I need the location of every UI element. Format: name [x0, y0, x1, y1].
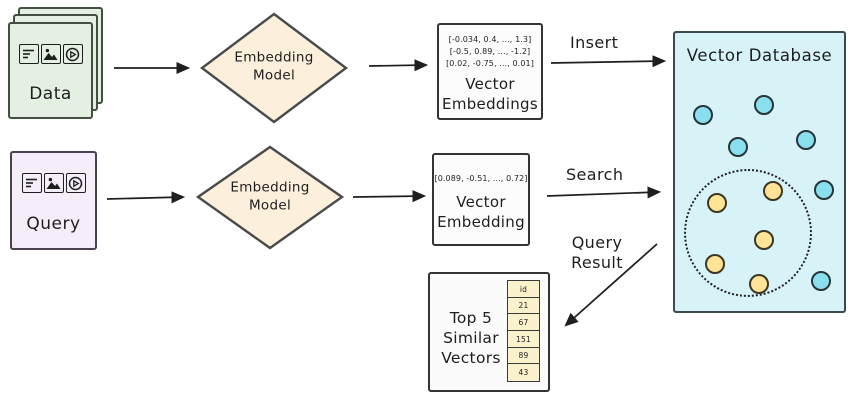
- top5-cell: 151: [507, 330, 540, 349]
- embedding-model-node-bottom: Embedding Model: [196, 145, 344, 250]
- insert-label: Insert: [570, 33, 619, 52]
- vector-database-title: Vector Database: [686, 46, 833, 65]
- embedding-row: [-0.5, 0.89, ..., -1.2]: [449, 47, 531, 56]
- db-point-yellow: [707, 193, 727, 213]
- document-icon: [21, 173, 42, 193]
- embedding-row: [0.02, -0.75, ..., 0.01]: [446, 59, 534, 68]
- vector-embeddings-label: Vector Embeddings: [442, 75, 538, 113]
- db-point-yellow: [749, 274, 769, 294]
- arrow-query-to-model: [106, 191, 186, 204]
- top5-cell: 43: [507, 363, 540, 382]
- diamond-shape: [196, 145, 344, 250]
- top5-cell: 89: [507, 346, 540, 365]
- similarity-region: [684, 169, 812, 297]
- search-label: Search: [566, 165, 624, 184]
- top5-result-box: Top 5 Similar Vectors id 21 67 151 89 43: [428, 272, 550, 392]
- top5-label: Top 5 Similar Vectors: [441, 309, 501, 368]
- db-point-yellow: [705, 254, 725, 274]
- arrow-insert: [550, 55, 667, 68]
- embedding-row: [-0.034, 0.4, ..., 1.3]: [448, 35, 532, 44]
- db-point-cyan: [811, 271, 831, 291]
- arrow-model-to-embeddings: [368, 59, 429, 72]
- top5-cell: 21: [507, 296, 540, 315]
- top5-id-column: id 21 67 151 89 43: [507, 280, 540, 382]
- play-icon: [65, 173, 86, 193]
- data-card-icons: [18, 44, 83, 64]
- db-point-cyan: [814, 180, 834, 200]
- query-card: Query: [10, 151, 97, 250]
- query-result-label: Query Result: [571, 233, 623, 272]
- vector-database: Vector Database: [673, 31, 846, 313]
- vector-embedding-box: [0.089, -0.51, ..., 0.72] Vector Embeddi…: [432, 153, 530, 246]
- top5-cell: 67: [507, 313, 540, 332]
- db-point-yellow: [754, 230, 774, 250]
- query-card-label: Query: [26, 214, 81, 234]
- arrow-search: [546, 186, 662, 199]
- document-icon: [18, 44, 39, 64]
- top5-cell: id: [507, 280, 540, 299]
- arrow-model-to-embedding: [352, 190, 427, 203]
- data-card: Data: [8, 22, 93, 119]
- vector-embedding-label: Vector Embedding: [437, 193, 525, 231]
- db-point-cyan: [754, 95, 774, 115]
- db-point-cyan: [728, 137, 748, 157]
- embedding-model-label: Embedding Model: [234, 49, 314, 84]
- play-icon: [62, 44, 83, 64]
- image-icon: [40, 44, 61, 64]
- embedding-row: [0.089, -0.51, ..., 0.72]: [434, 174, 528, 183]
- embedding-values: [-0.034, 0.4, ..., 1.3] [-0.5, 0.89, ...…: [439, 34, 541, 70]
- data-card-label: Data: [29, 84, 72, 104]
- query-card-icons: [21, 173, 86, 193]
- embedding-model-node-top: Embedding Model: [200, 12, 348, 124]
- diamond-shape: [200, 12, 348, 124]
- vector-embeddings-box: [-0.034, 0.4, ..., 1.3] [-0.5, 0.89, ...…: [437, 23, 543, 120]
- db-point-cyan: [693, 105, 713, 125]
- embedding-model-label: Embedding Model: [230, 178, 310, 214]
- image-icon: [43, 173, 64, 193]
- embedding-values: [0.089, -0.51, ..., 0.72]: [434, 173, 528, 185]
- db-point-yellow: [763, 181, 783, 201]
- db-point-cyan: [796, 130, 816, 150]
